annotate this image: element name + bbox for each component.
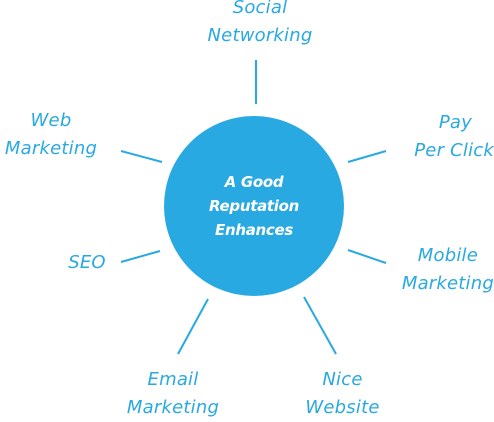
connector-web (120, 150, 163, 163)
node-mobile-line-1: Mobile (417, 245, 478, 266)
node-seo: SEO (52, 249, 122, 277)
node-nice-line-2: Website (305, 397, 380, 418)
hub-label-line-2: Reputation (209, 197, 299, 215)
node-social-line-1: Social (232, 0, 288, 18)
hub-label-line-1: A Good (224, 173, 284, 191)
node-email-line-2: Marketing (126, 397, 220, 418)
node-web-line-2: Marketing (4, 138, 98, 159)
node-nice-line-1: Nice (322, 369, 363, 390)
node-social-networking: Social Networking (195, 0, 325, 50)
node-mobile-marketing: Mobile Marketing (380, 242, 494, 298)
connector-email (177, 298, 209, 355)
connector-nice (303, 296, 337, 355)
node-email-line-1: Email (147, 369, 199, 390)
hub-label-line-3: Enhances (215, 221, 293, 239)
connector-pay (347, 150, 387, 163)
central-hub: A Good Reputation Enhances (164, 116, 344, 296)
node-social-line-2: Networking (207, 25, 313, 46)
node-pay-line-1: Pay (438, 112, 472, 133)
node-mobile-line-2: Marketing (401, 273, 494, 294)
node-web-marketing: Web Marketing (0, 107, 102, 163)
node-pay-per-click: Pay Per Click (388, 109, 494, 165)
connector-mobile (347, 249, 387, 264)
node-pay-line-2: Per Click (414, 140, 494, 161)
node-seo-line-1: SEO (68, 252, 106, 273)
node-email-marketing: Email Marketing (110, 366, 236, 422)
node-nice-website: Nice Website (285, 366, 400, 422)
connector-seo (120, 250, 161, 263)
node-web-line-1: Web (30, 110, 72, 131)
hub-label: A Good Reputation Enhances (189, 170, 319, 242)
